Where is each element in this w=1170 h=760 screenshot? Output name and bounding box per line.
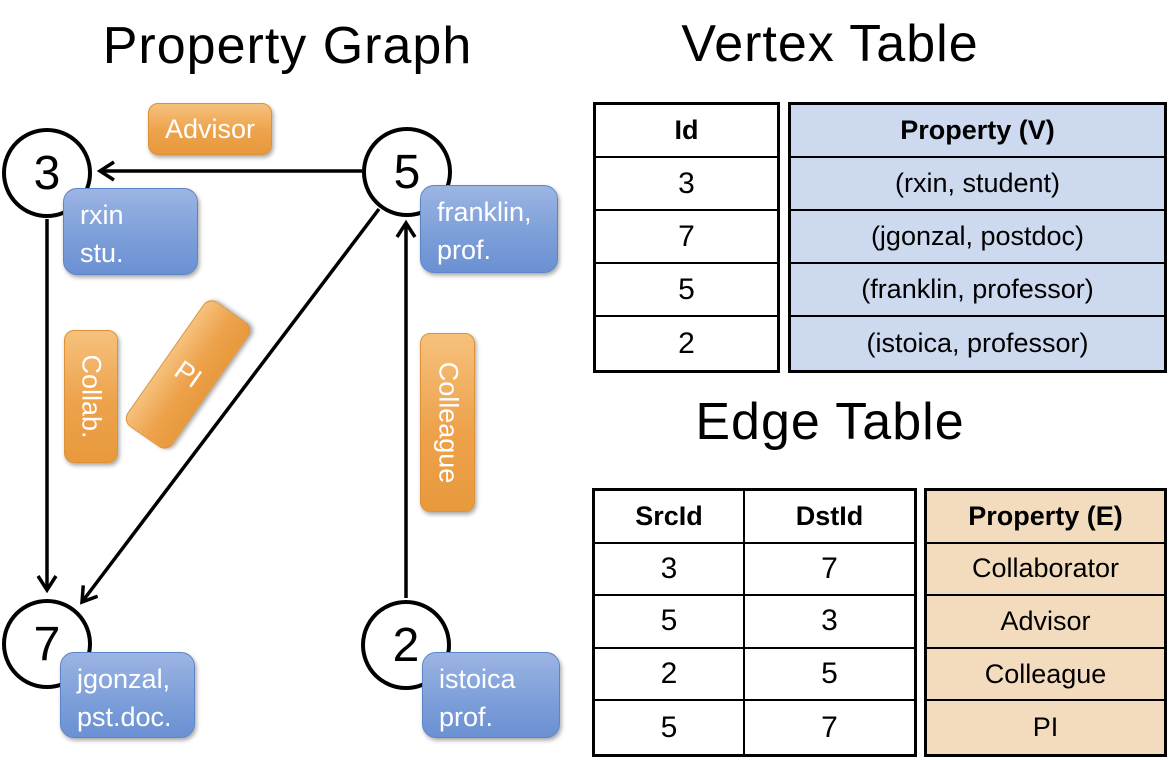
vertex-label-franklin-line1: franklin, bbox=[437, 197, 532, 227]
edge-label-colleague: Colleague bbox=[420, 333, 475, 512]
vertex-node-5-id: 5 bbox=[393, 145, 421, 199]
vertex-table-id-cell: 2 bbox=[678, 326, 695, 360]
vertex-label-jgonzal-line1: jgonzal, bbox=[77, 664, 171, 694]
edge-label-pi-text: PI bbox=[169, 354, 208, 394]
edge-label-collab: Collab. bbox=[64, 330, 118, 463]
edge-table-property-column: Property (E) Collaborator Advisor Collea… bbox=[924, 488, 1167, 757]
vertex-label-franklin-line2: prof. bbox=[437, 235, 492, 266]
edge-table-srcid-cell: 5 bbox=[595, 596, 745, 649]
vertex-node-3-id: 3 bbox=[33, 146, 61, 200]
edge-table-property-cell: PI bbox=[1032, 712, 1059, 743]
vertex-table-id-cell: 3 bbox=[596, 158, 777, 211]
vertex-node-7-id: 7 bbox=[33, 617, 61, 671]
vertex-label-istoica-line2: prof. bbox=[439, 702, 494, 733]
edge-label-advisor-text: Advisor bbox=[164, 113, 256, 144]
vertex-table-id-header: Id bbox=[596, 105, 777, 158]
vertex-label-istoica-line1: istoica bbox=[439, 664, 516, 694]
edge-table-srcid-cell: 5 bbox=[595, 701, 745, 754]
vertex-label-jgonzal: jgonzal, pst.doc. bbox=[60, 652, 195, 738]
vertex-table-id-column: Id 3 7 5 2 bbox=[593, 102, 780, 373]
edge-label-pi: PI bbox=[121, 296, 255, 453]
edge-table-dstid-cell: 3 bbox=[745, 596, 914, 649]
edge-label-advisor: Advisor bbox=[148, 103, 272, 155]
edge-table-srcid-cell: 3 bbox=[595, 543, 745, 597]
vertex-table-property-cell: (istoica, professor) bbox=[866, 328, 1089, 358]
vertex-label-rxin-line1: rxin bbox=[80, 200, 124, 230]
edge-table-id-columns: SrcId DstId 3 7 5 3 2 5 5 7 bbox=[592, 488, 917, 757]
edge-label-collab-text: Collab. bbox=[76, 354, 107, 439]
edge-label-colleague-text: Colleague bbox=[433, 361, 463, 484]
vertex-table-title: Vertex Table bbox=[681, 15, 979, 73]
vertex-table-property-cell: (jgonzal, postdoc) bbox=[791, 211, 1164, 264]
vertex-table-id-cell: 7 bbox=[596, 211, 777, 264]
vertex-label-jgonzal-line2: pst.doc. bbox=[77, 702, 172, 733]
edge-table-srcid-cell: 2 bbox=[595, 648, 745, 702]
vertex-label-rxin: rxin stu. bbox=[63, 188, 198, 275]
vertex-label-rxin-line2: stu. bbox=[80, 238, 124, 269]
edge-table-dstid-cell: 7 bbox=[821, 710, 838, 744]
vertex-table-property-column: Property (V) (rxin, student) (jgonzal, p… bbox=[788, 102, 1167, 373]
vertex-table-id-cell: 5 bbox=[596, 264, 777, 317]
property-graph-title: Property Graph bbox=[102, 17, 473, 75]
edge-table-property-header: Property (E) bbox=[927, 491, 1164, 544]
edge-table-title: Edge Table bbox=[695, 393, 965, 451]
vertex-table-property-cell: (rxin, student) bbox=[791, 158, 1164, 211]
vertex-table-property-cell: (franklin, professor) bbox=[791, 264, 1164, 317]
edge-table-dstid-header: DstId bbox=[745, 491, 914, 544]
vertex-table-property-header: Property (V) bbox=[791, 105, 1164, 158]
edge-table-property-cell: Advisor bbox=[927, 596, 1164, 649]
vertex-node-3: 3 bbox=[2, 128, 92, 218]
edge-table-property-cell: Colleague bbox=[927, 649, 1164, 702]
edge-table-srcid-header: SrcId bbox=[595, 491, 745, 544]
vertex-node-2-id: 2 bbox=[392, 618, 420, 672]
vertex-label-istoica: istoica prof. bbox=[422, 652, 560, 738]
vertex-label-franklin: franklin, prof. bbox=[420, 185, 558, 273]
edge-table-dstid-cell: 7 bbox=[745, 544, 914, 597]
edge-table-property-cell: Collaborator bbox=[927, 544, 1164, 597]
edge-table-dstid-cell: 5 bbox=[745, 649, 914, 702]
